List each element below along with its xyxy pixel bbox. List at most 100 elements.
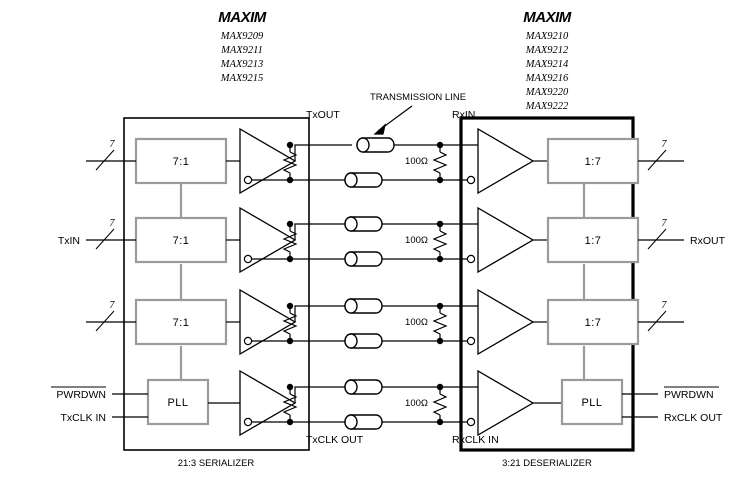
ser-junction-2a (286, 220, 294, 228)
ser-in-2-slash (95, 228, 115, 250)
part-left-2: MAX9213 (220, 59, 264, 70)
term-3-zigzag (432, 312, 448, 335)
ser-pll-label: PLL (167, 397, 188, 409)
term-4-zigzag (432, 393, 448, 416)
part-right-3: MAX9216 (525, 73, 569, 84)
term-1-zigzag (432, 151, 448, 174)
serializer-chip-boundary (123, 117, 310, 451)
ser-clkdrv-inv-bubble (243, 417, 253, 427)
serializer-channel-1: 7:1 7 (86, 127, 352, 195)
ser-junction-4b (286, 418, 294, 426)
ser-res-3-zigzag (282, 312, 298, 335)
ser-driver-1 (239, 127, 297, 195)
des-pll-block (560, 378, 624, 426)
des-out-1-bus-width: 7 (662, 139, 668, 150)
ser-block-3-label: 7:1 (173, 317, 190, 329)
rxout-label: RxOUT (690, 235, 726, 247)
deserializer-caption: 3:21 DESERIALIZER (502, 458, 592, 469)
ser-drv2-out-p (294, 223, 352, 240)
ser-res-2-zigzag (282, 230, 298, 253)
term-1-label: 100Ω (405, 156, 428, 167)
ser-clock-driver (239, 369, 297, 437)
txclk-in-label: TxCLK IN (60, 412, 106, 424)
termination-1: 100Ω (405, 141, 448, 184)
part-right-0: MAX9210 (525, 31, 569, 42)
tline-1b (344, 172, 383, 188)
deserializer-pll-channel: PLL PWRDWN RxCLK OUT (440, 369, 723, 437)
maxim-logo-right: MAXIM (523, 9, 572, 26)
left-part-heading: MAXIM MAX9209 MAX9211 MAX9213 MAX9215 (218, 9, 267, 84)
tline-3b (344, 333, 383, 349)
deserializer-channel-2: 1:7 7 RxOUT (440, 206, 726, 274)
part-left-3: MAX9215 (220, 73, 264, 84)
ser-junction-3b (286, 337, 294, 345)
serializer-caption: 21:3 SERIALIZER (178, 458, 255, 469)
pwrdwn-out-label: PWRDWN (664, 389, 714, 401)
rxclk-out-label: RxCLK OUT (664, 412, 723, 424)
right-part-heading: MAXIM MAX9210 MAX9212 MAX9214 MAX9216 MA… (523, 9, 572, 112)
des-rx4-inv-bubble (466, 417, 476, 427)
tline-4b (344, 414, 383, 430)
ser-in-2-bus-width: 7 (110, 218, 116, 229)
ser-drv2-inv-bubble (243, 254, 253, 264)
des-block-2-label: 1:7 (585, 235, 602, 247)
ser-junction-3a (286, 302, 294, 310)
des-block-3 (546, 298, 640, 346)
tline-1a (356, 137, 395, 153)
ser-drv1-inv-bubble (243, 175, 253, 185)
tline-3a (344, 298, 383, 314)
des-rx3-inv-bubble (466, 336, 476, 346)
serializer-channel-2: 7:1 7 TxIN (58, 206, 352, 274)
ser-in-3-bus-width: 7 (110, 300, 116, 311)
part-right-4: MAX9220 (525, 87, 569, 98)
termination-4: 100Ω (405, 383, 448, 426)
ser-driver-2 (239, 206, 297, 274)
ser-junction-2b (286, 255, 294, 263)
rxclk-in-port-label: RxCLK IN (452, 434, 499, 446)
term-3-label: 100Ω (405, 317, 428, 328)
ser-res-1-zigzag (282, 151, 298, 174)
ser-junction-1a (286, 141, 294, 149)
des-block-3-label: 1:7 (585, 317, 602, 329)
des-receiver-3 (477, 288, 535, 356)
ser-clk-out-p (294, 386, 352, 403)
des-pll-label: PLL (581, 397, 602, 409)
ser-in-1-bus-width: 7 (110, 139, 116, 150)
des-clock-receiver (477, 369, 535, 437)
des-block-1 (546, 137, 640, 185)
ser-drv3-out-p (294, 305, 352, 322)
des-receiver-2 (477, 206, 535, 274)
tline-2b (344, 251, 383, 267)
ser-drv3-inv-bubble (243, 336, 253, 346)
deserializer-chip-boundary (459, 116, 635, 452)
des-rx2-inv-bubble (466, 254, 476, 264)
des-block-1-label: 1:7 (585, 156, 602, 168)
ser-junction-1b (286, 176, 294, 184)
serializer-channel-3: 7:1 7 (86, 288, 352, 356)
part-right-5: MAX9222 (525, 101, 569, 112)
term-2-label: 100Ω (405, 235, 428, 246)
txclk-out-port-label: TxCLK OUT (306, 434, 364, 446)
deserializer-channel-1: 1:7 7 (440, 127, 684, 195)
ser-in-1-slash (95, 149, 115, 171)
term-2-zigzag (432, 230, 448, 253)
transmission-line-arrow-head (373, 123, 386, 135)
part-right-1: MAX9212 (525, 45, 569, 56)
des-rx1-inv-bubble (466, 175, 476, 185)
des-receiver-1 (477, 127, 535, 195)
des-out-2-bus-width: 7 (662, 218, 668, 229)
deserializer-channel-3: 1:7 7 (440, 288, 684, 356)
ser-block-2 (134, 216, 228, 264)
ser-pll-block (146, 378, 210, 426)
des-block-2 (546, 216, 640, 264)
ser-res-4-zigzag (282, 393, 298, 416)
rxin-port-label: RxIN (452, 109, 475, 121)
ser-block-2-label: 7:1 (173, 235, 190, 247)
termination-3: 100Ω (405, 302, 448, 345)
tline-4a (344, 379, 383, 395)
termination-2: 100Ω (405, 220, 448, 263)
txout-port-label: TxOUT (306, 109, 340, 121)
txin-label: TxIN (58, 235, 80, 247)
